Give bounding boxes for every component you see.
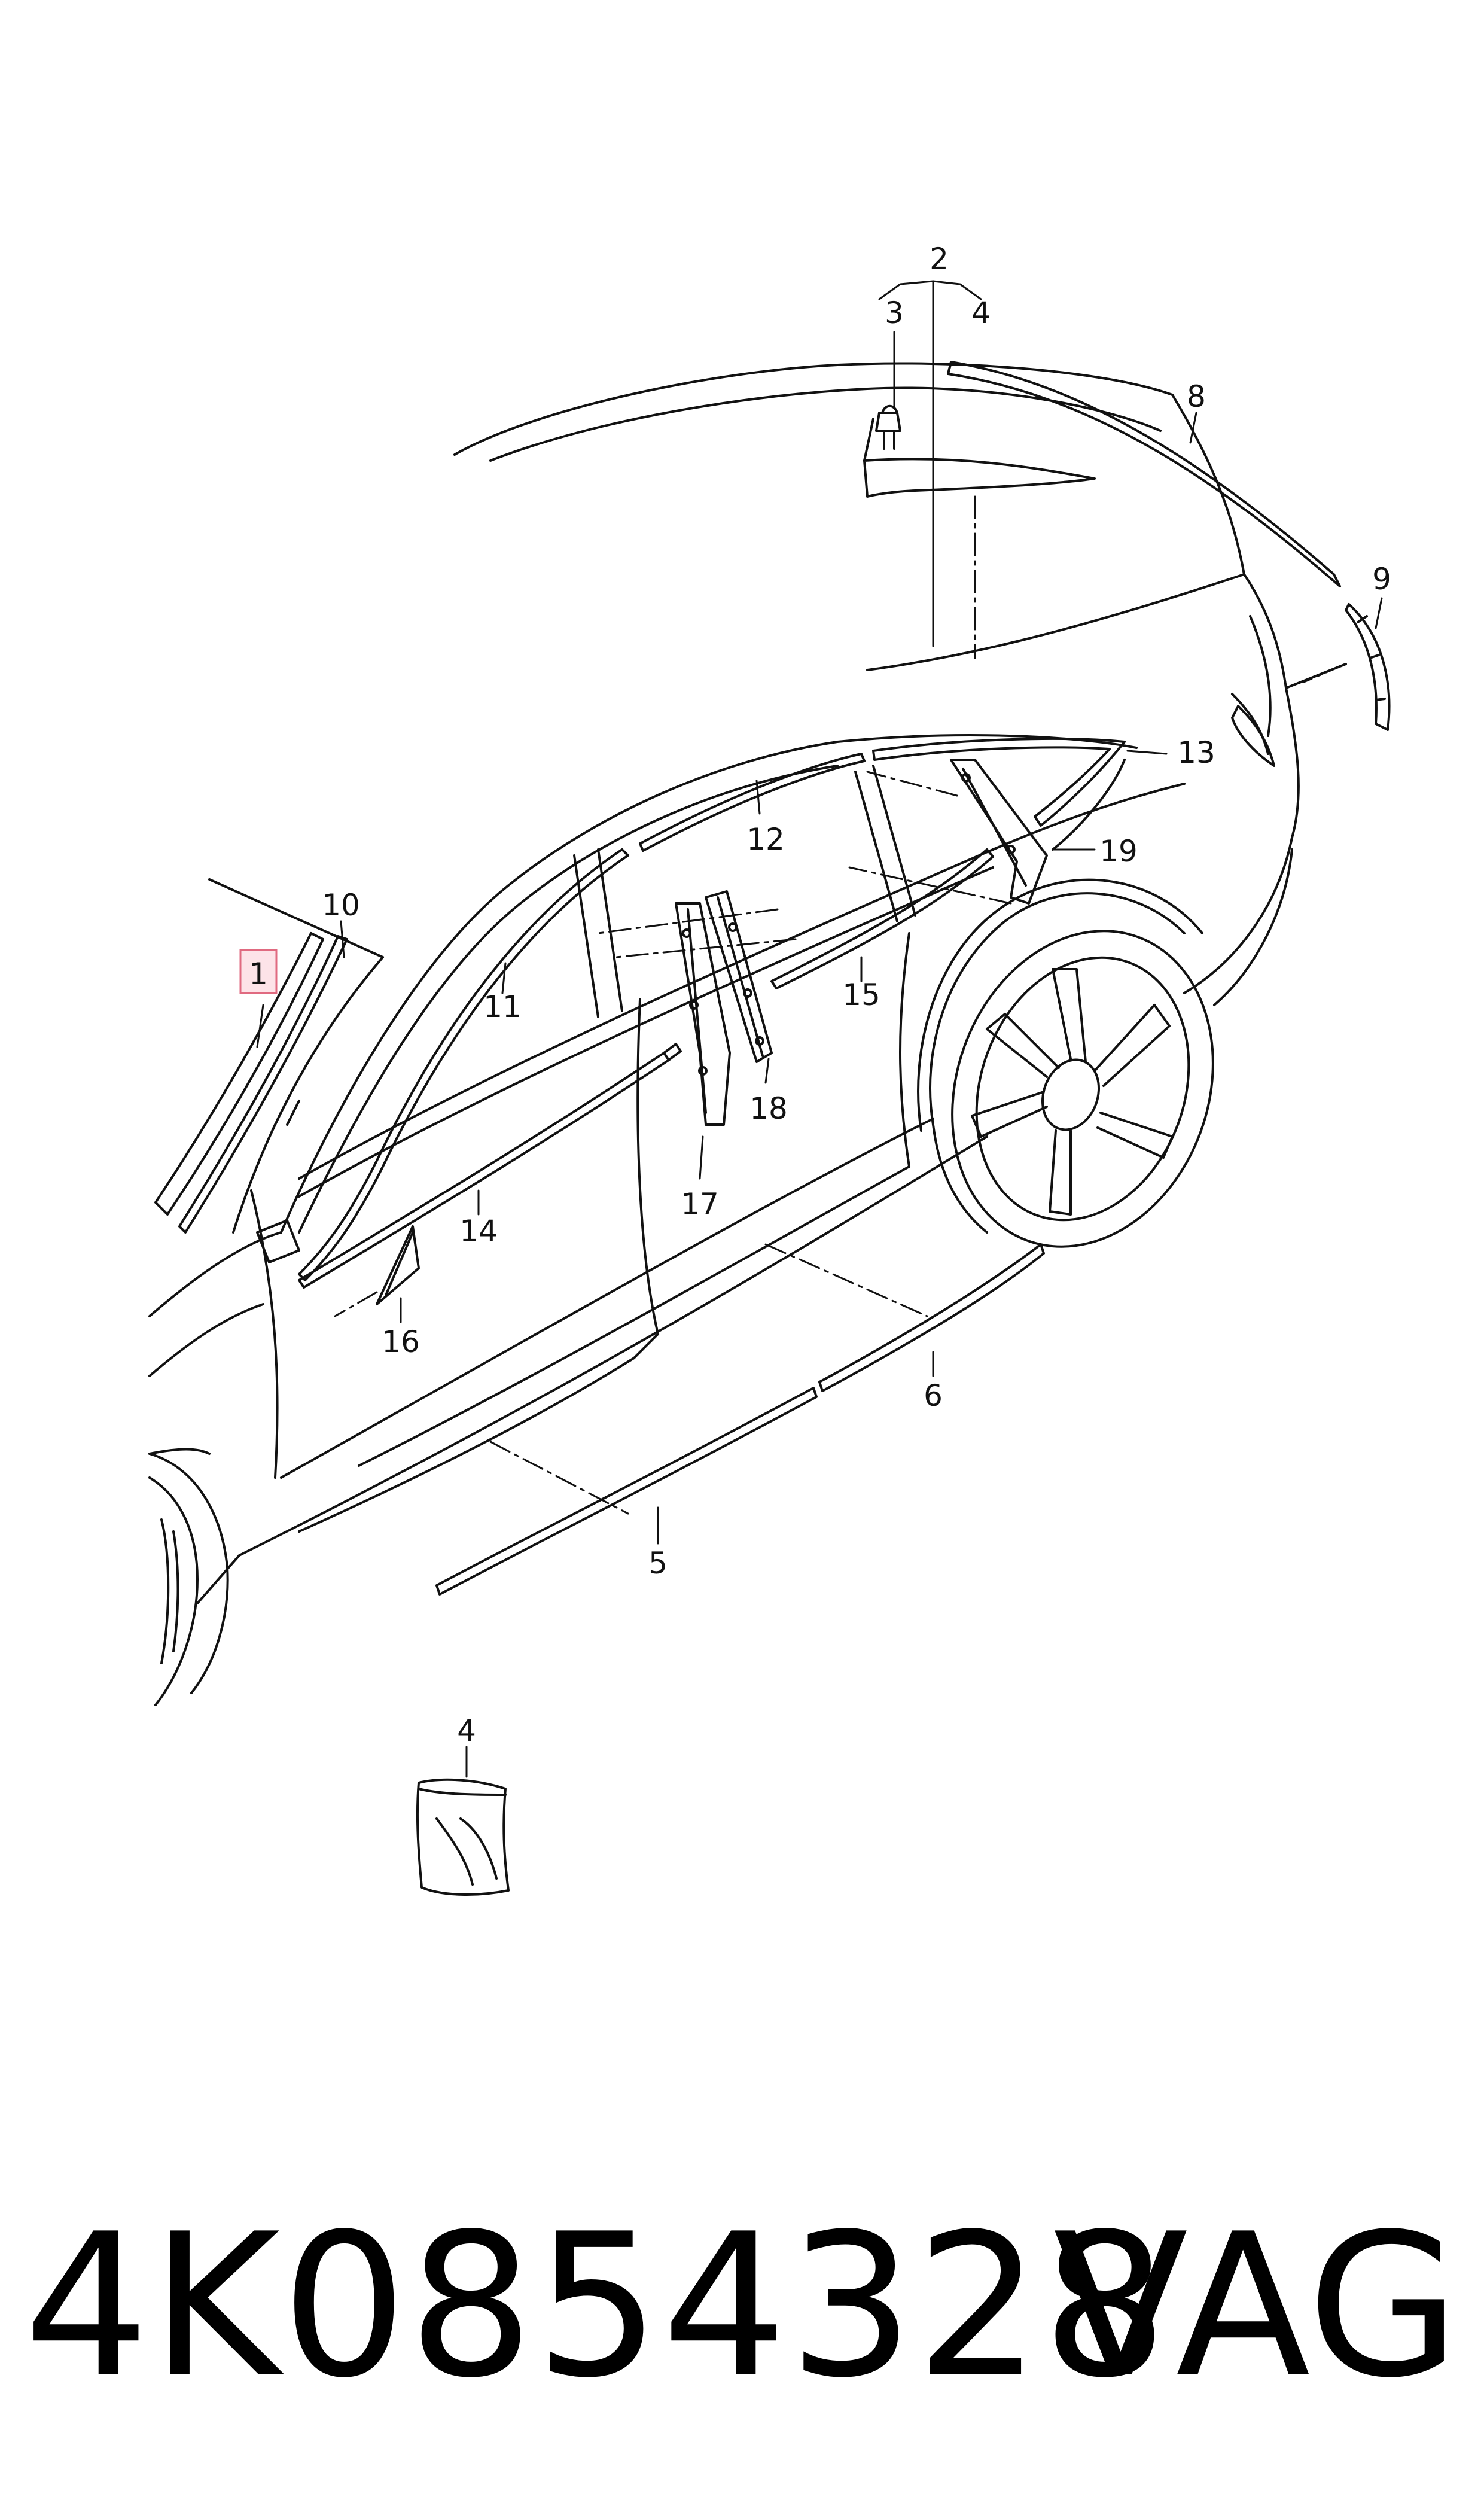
callout-14: 14 bbox=[459, 1214, 498, 1249]
callout-1-highlight bbox=[239, 949, 278, 994]
part-5-sill-moulding bbox=[435, 1387, 818, 1596]
callout-17: 17 bbox=[681, 1187, 719, 1222]
part-17-b-pillar-cover bbox=[675, 902, 731, 1126]
part-4-adhesive-bag bbox=[416, 1778, 510, 1896]
leader-lines bbox=[256, 280, 1383, 1778]
part-10-a-pillar-trim bbox=[178, 935, 348, 1234]
part-16-mirror-triangle bbox=[376, 1225, 420, 1305]
part-6-sill-moulding-rear bbox=[818, 1243, 1045, 1392]
assembly-lines bbox=[334, 495, 1347, 1515]
part-number: 4K0854328 bbox=[24, 2191, 1169, 2421]
callout-12: 12 bbox=[746, 822, 785, 857]
part-11-door-frame-trim-front bbox=[298, 848, 629, 1281]
part-1-windshield-trim bbox=[154, 932, 324, 1216]
callout-6: 6 bbox=[924, 1378, 943, 1413]
callout-1: 1 bbox=[249, 957, 268, 991]
part-18-b-pillar-cover-rear bbox=[705, 890, 773, 1063]
part-3-clip bbox=[875, 404, 901, 450]
callout-11: 11 bbox=[483, 989, 522, 1024]
callout-3: 3 bbox=[885, 296, 904, 330]
callout-18: 18 bbox=[749, 1091, 788, 1126]
part-13-quarter-window-trim bbox=[872, 738, 1126, 827]
callout-4-bag: 4 bbox=[457, 1713, 476, 1748]
part-15-belt-moulding-rear bbox=[770, 848, 994, 989]
car-body-outline bbox=[148, 362, 1347, 1706]
part-12-door-frame-trim-rear bbox=[639, 753, 866, 852]
part-19-c-pillar-cover bbox=[950, 759, 1048, 905]
callout-9: 9 bbox=[1372, 562, 1391, 596]
callout-4-top: 4 bbox=[971, 296, 991, 330]
callout-labels: 1 2 3 4 8 9 10 11 12 13 14 15 16 17 18 1… bbox=[249, 242, 1391, 1748]
part-2-roof-trim bbox=[863, 418, 1096, 498]
part-14-belt-moulding-front bbox=[298, 1043, 682, 1289]
callout-16: 16 bbox=[382, 1325, 420, 1359]
brand-label: VAG bbox=[1053, 2191, 1460, 2421]
callout-13: 13 bbox=[1177, 735, 1215, 770]
footer: 4K0854328 VAG bbox=[0, 2190, 1484, 2441]
callout-19: 19 bbox=[1099, 834, 1138, 869]
callout-15: 15 bbox=[842, 978, 880, 1012]
callout-10: 10 bbox=[322, 888, 360, 922]
callout-5: 5 bbox=[648, 1546, 668, 1581]
part-8-roof-rail-moulding bbox=[947, 361, 1341, 587]
part-9-end-cap bbox=[1345, 603, 1391, 731]
callout-8: 8 bbox=[1187, 379, 1206, 414]
callout-2: 2 bbox=[930, 242, 949, 276]
